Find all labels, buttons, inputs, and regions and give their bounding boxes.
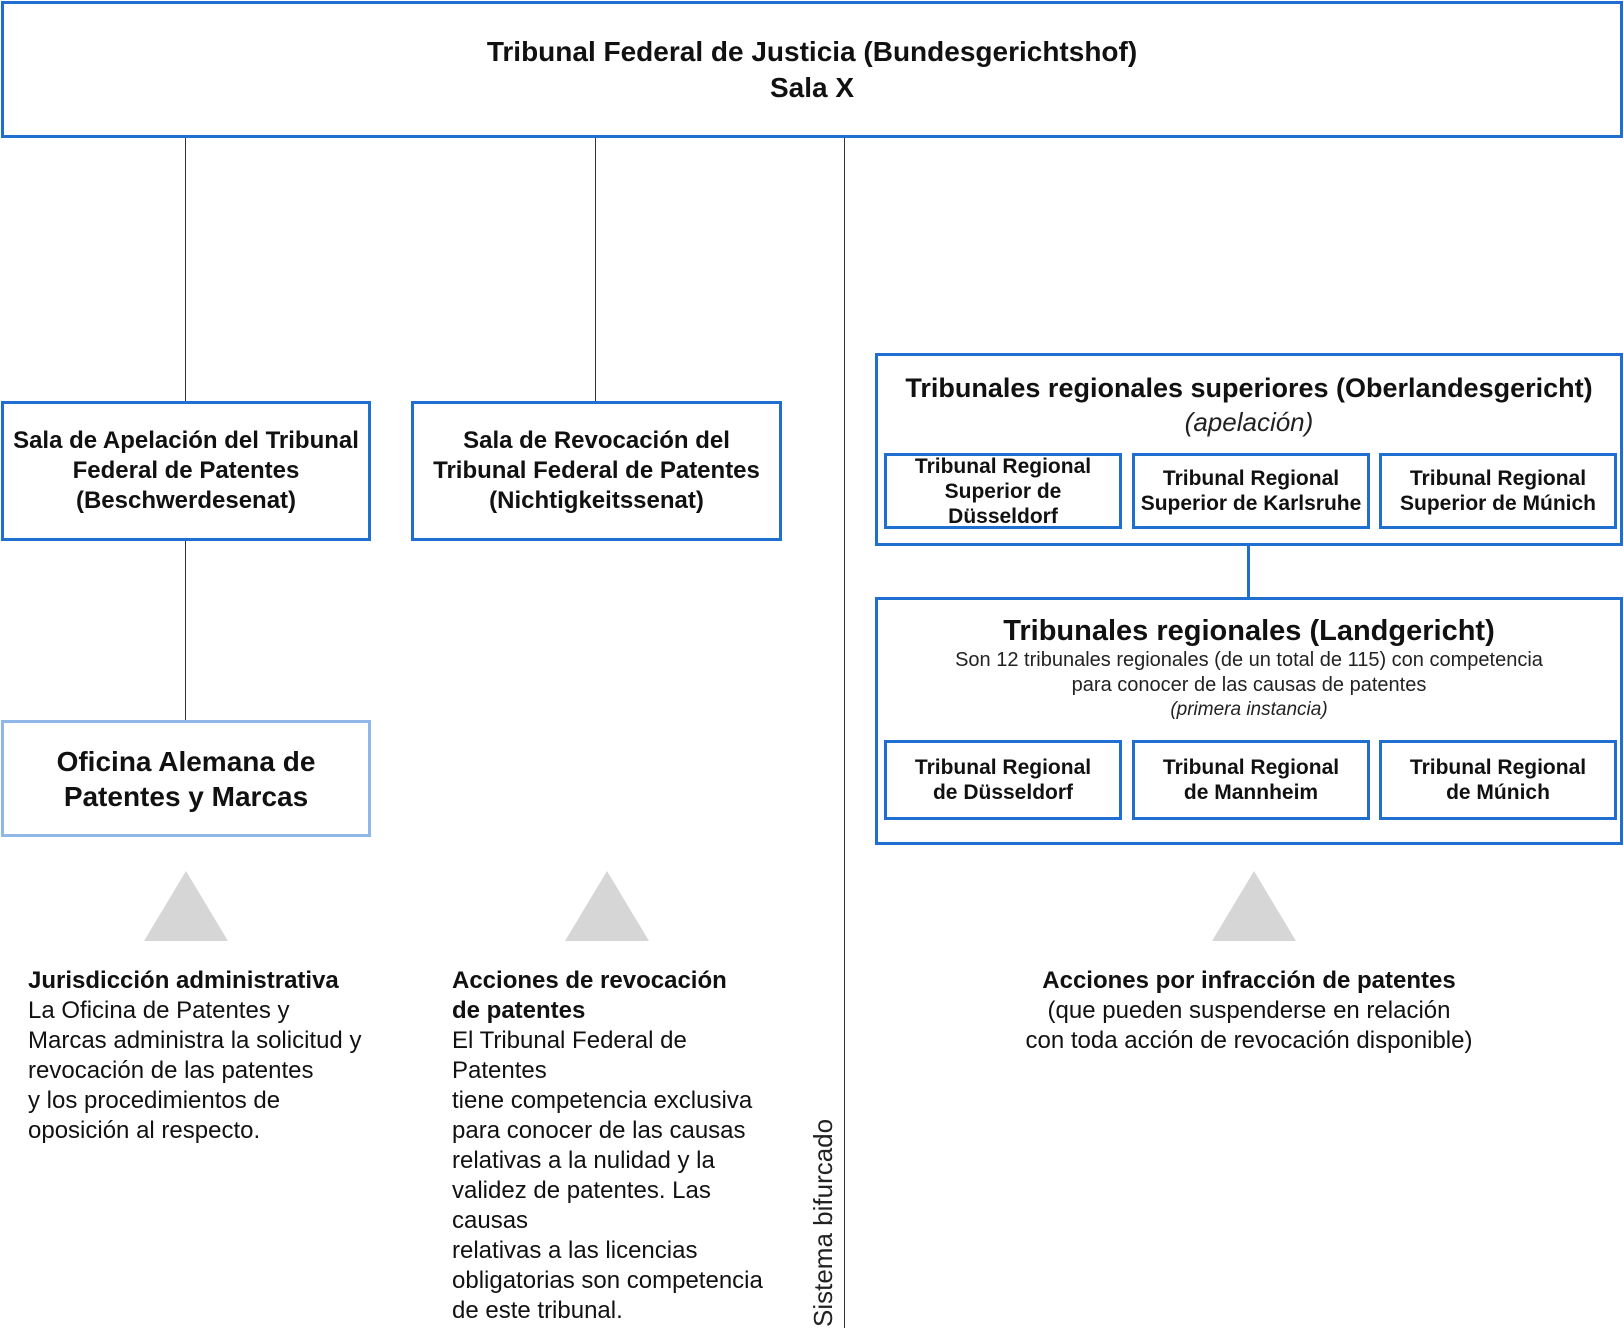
triangle-infringement — [1212, 871, 1296, 941]
admin-jurisdiction-text: Jurisdicción administrativa La Oficina d… — [28, 966, 398, 1146]
revocation-line: obligatorias son competencia — [452, 1266, 782, 1296]
revocation-line: validez de patentes. Las causas — [452, 1176, 782, 1236]
higher-court-munich-line2: Superior de Múnich — [1400, 492, 1596, 515]
revocation-actions-text: Acciones de revocación de patentes El Tr… — [452, 966, 782, 1326]
regional-courts-desc2: para conocer de las causas de patentes — [878, 673, 1620, 698]
admin-jurisdiction-title: Jurisdicción administrativa — [28, 966, 398, 996]
regional-court-munich-line2: de Múnich — [1446, 781, 1550, 804]
regional-court-mannheim-line1: Tribunal Regional — [1163, 756, 1339, 779]
triangle-revocation — [565, 871, 649, 941]
regional-court-dusseldorf-line2: de Düsseldorf — [933, 781, 1073, 804]
higher-court-dusseldorf: Tribunal RegionalSuperior de Düsseldorf — [884, 453, 1122, 529]
regional-court-mannheim-line2: de Mannheim — [1184, 781, 1318, 804]
admin-line: oposición al respecto. — [28, 1116, 398, 1146]
higher-court-munich: Tribunal RegionalSuperior de Múnich — [1379, 453, 1617, 529]
higher-court-dusseldorf-line1: Tribunal Regional — [915, 455, 1091, 478]
federal-court-box: Tribunal Federal de Justicia (Bundesgeri… — [1, 1, 1623, 138]
regional-court-munich-line1: Tribunal Regional — [1410, 756, 1586, 779]
patent-office-line1: Oficina Alemana de — [57, 744, 316, 779]
infringement-line2: con toda acción de revocación disponible… — [875, 1026, 1623, 1056]
connector-top-nullity — [595, 138, 596, 402]
revocation-line: tiene competencia exclusiva — [452, 1086, 782, 1116]
admin-line: y los procedimientos de — [28, 1086, 398, 1116]
appeal-senate-box: Sala de Apelación del Tribunal Federal d… — [1, 401, 371, 541]
revocation-line: para conocer de las causas — [452, 1116, 782, 1146]
higher-courts-title: Tribunales regionales superiores (Oberla… — [878, 372, 1620, 404]
revocation-title-line2: de patentes — [452, 996, 782, 1026]
appeal-senate-line2: Federal de Patentes — [73, 456, 300, 486]
appeal-senate-line3: (Beschwerdesenat) — [76, 486, 296, 516]
regional-court-dusseldorf-line1: Tribunal Regional — [915, 756, 1091, 779]
appeal-senate-line1: Sala de Apelación del Tribunal — [13, 426, 359, 456]
nullity-senate-line1: Sala de Revocación del — [463, 426, 730, 456]
regional-court-munich: Tribunal Regionalde Múnich — [1379, 740, 1617, 820]
revocation-line: El Tribunal Federal de Patentes — [452, 1026, 782, 1086]
higher-court-karlsruhe-line1: Tribunal Regional — [1163, 467, 1339, 490]
federal-court-title: Tribunal Federal de Justicia (Bundesgeri… — [487, 34, 1137, 70]
divider-line — [844, 138, 845, 1328]
regional-courts-note: (primera instancia) — [878, 698, 1620, 722]
revocation-line: relativas a la nulidad y la — [452, 1146, 782, 1176]
regional-court-dusseldorf: Tribunal Regionalde Düsseldorf — [884, 740, 1122, 820]
bifurcated-system-label: Sistema bifurcado — [807, 1067, 839, 1327]
nullity-senate-line3: (Nichtigkeitssenat) — [489, 486, 704, 516]
higher-courts-box: Tribunales regionales superiores (Oberla… — [875, 353, 1623, 546]
connector-higher-regional — [1247, 544, 1250, 600]
regional-court-mannheim: Tribunal Regionalde Mannheim — [1132, 740, 1370, 820]
higher-court-dusseldorf-line2: Superior de Düsseldorf — [945, 480, 1062, 528]
higher-court-munich-line1: Tribunal Regional — [1410, 467, 1586, 490]
triangle-admin — [144, 871, 228, 941]
revocation-line: relativas a las licencias — [452, 1236, 782, 1266]
infringement-line1: (que pueden suspenderse en relación — [875, 996, 1623, 1026]
revocation-line: de este tribunal. — [452, 1296, 782, 1326]
higher-courts-subtitle: (apelación) — [878, 406, 1620, 438]
connector-appeal-office — [185, 541, 186, 721]
infringement-title: Acciones por infracción de patentes — [875, 966, 1623, 996]
higher-court-karlsruhe: Tribunal RegionalSuperior de Karlsruhe — [1132, 453, 1370, 529]
nullity-senate-box: Sala de Revocación del Tribunal Federal … — [411, 401, 782, 541]
regional-courts-title: Tribunales regionales (Landgericht) — [878, 614, 1620, 648]
regional-courts-box: Tribunales regionales (Landgericht) Son … — [875, 597, 1623, 845]
revocation-title-line1: Acciones de revocación — [452, 966, 782, 996]
patent-office-line2: Patentes y Marcas — [64, 779, 308, 814]
nullity-senate-line2: Tribunal Federal de Patentes — [433, 456, 760, 486]
admin-line: revocación de las patentes — [28, 1056, 398, 1086]
federal-court-senate: Sala X — [770, 70, 854, 106]
connector-top-appeal — [185, 138, 186, 402]
higher-court-karlsruhe-line2: Superior de Karlsruhe — [1141, 492, 1362, 515]
admin-line: La Oficina de Patentes y — [28, 996, 398, 1026]
patent-office-box: Oficina Alemana de Patentes y Marcas — [1, 720, 371, 837]
regional-courts-desc1: Son 12 tribunales regionales (de un tota… — [878, 648, 1620, 673]
admin-line: Marcas administra la solicitud y — [28, 1026, 398, 1056]
infringement-actions-text: Acciones por infracción de patentes (que… — [875, 966, 1623, 1056]
